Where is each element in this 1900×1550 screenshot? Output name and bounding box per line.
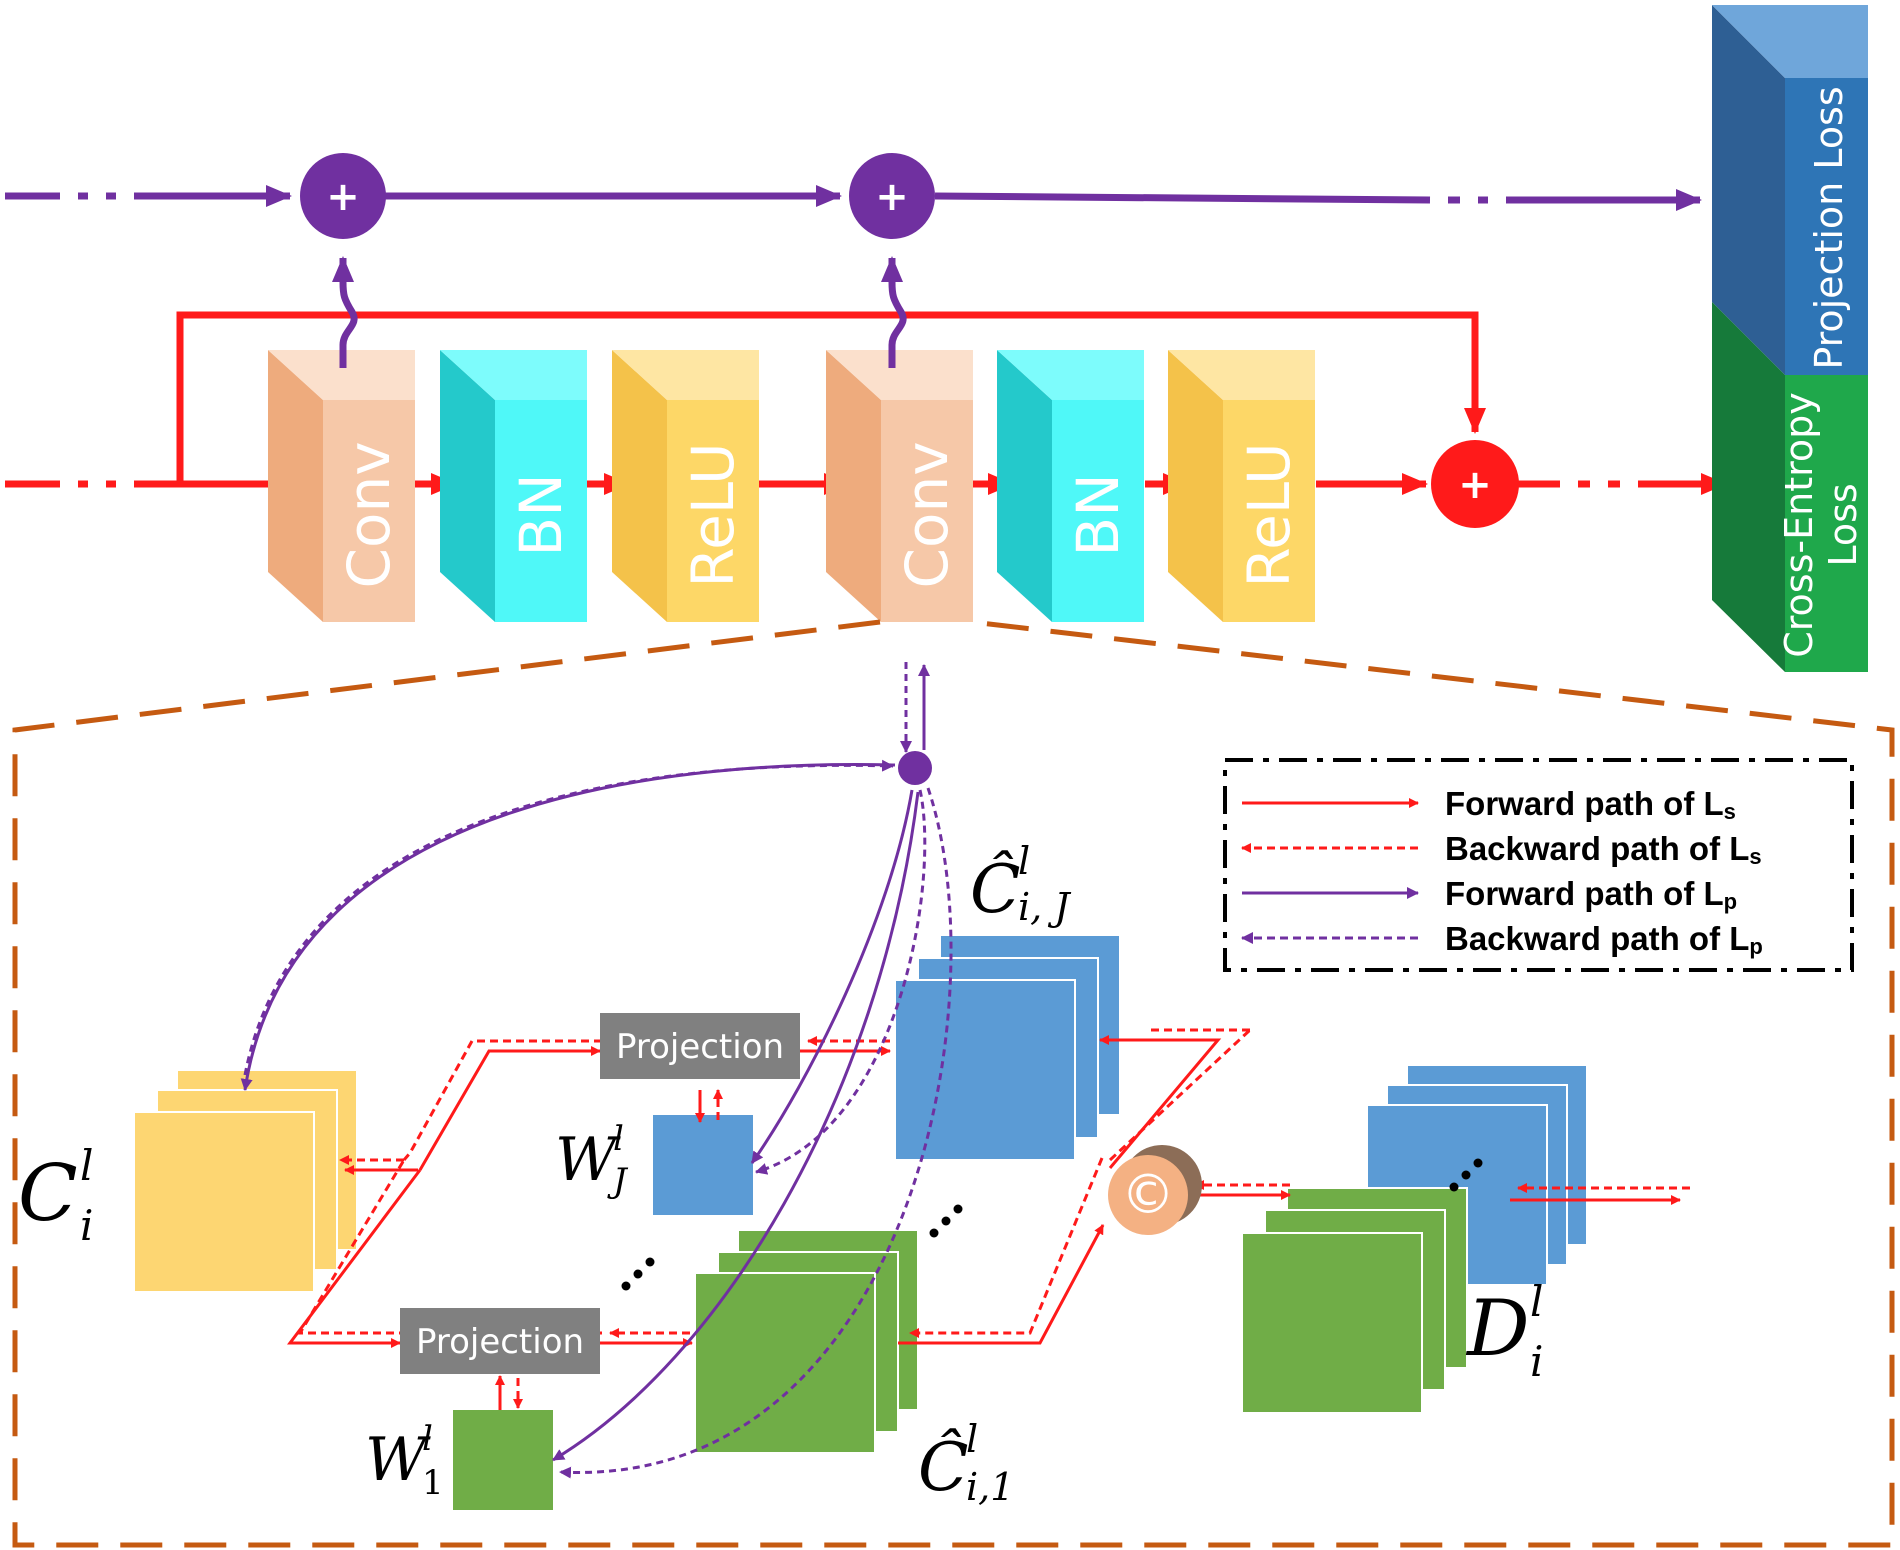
purple-backward-paths [243, 662, 953, 1479]
math-sup: l [422, 1419, 433, 1459]
feature-map-chat-j [894, 934, 1121, 1161]
projection-box-top: Projection [600, 1013, 800, 1079]
loss-block: Projection Loss Cross-Entropy Loss [1712, 5, 1868, 672]
block-label: BN [1064, 473, 1132, 556]
purple-gather-node [898, 751, 932, 785]
block-label: Conv [893, 441, 961, 588]
block-conv-1: Conv [268, 350, 415, 622]
block-relu-3: ReLU [612, 350, 759, 622]
math-sub: 1 [422, 1463, 444, 1503]
plus-symbol: + [326, 174, 360, 220]
legend-item: Forward path of Lp [1242, 875, 1737, 914]
weight-w1 [453, 1410, 553, 1510]
math-sup: l [1530, 1277, 1543, 1326]
math-sub: i [1530, 1337, 1543, 1386]
conv1-to-plus-connector [332, 256, 358, 368]
purple-projection-line [5, 185, 1702, 211]
zoom-dashed-outline [12, 619, 1895, 1548]
legend-item: Backward path of Lp [1241, 920, 1763, 959]
math-sub: i [80, 1201, 93, 1250]
block-label: ReLU [679, 442, 747, 587]
label-wj: W l J [555, 1119, 629, 1201]
block-label: BN [507, 473, 575, 556]
legend-label: Forward path of Ls [1445, 785, 1736, 824]
math-sub: i, J [1018, 885, 1071, 929]
concat-symbol: © [1121, 1163, 1175, 1226]
math-base: W [365, 1425, 431, 1495]
feature-map-d [1241, 1064, 1588, 1414]
math-sup: l [80, 1141, 93, 1190]
math-base: W [555, 1125, 621, 1195]
label-c: C l i [18, 1141, 93, 1250]
purple-add-node-2: + [849, 153, 935, 239]
math-base: D [1465, 1284, 1530, 1374]
label-chat-j: Ĉ l i, J [970, 839, 1071, 929]
legend-label: Backward path of Lp [1445, 920, 1763, 959]
residual-skip-connection [176, 311, 1486, 484]
concat-node: © [1108, 1145, 1202, 1235]
ellipsis-dots [621, 1158, 1483, 1291]
label-d: D l i [1465, 1277, 1543, 1386]
math-sub: J [607, 1161, 629, 1201]
legend-item: Forward path of Ls [1242, 785, 1736, 824]
projection-label: Projection [616, 1027, 784, 1067]
block-conv-4: Conv [826, 350, 973, 622]
legend-label: Backward path of Ls [1445, 830, 1762, 869]
plus-symbol: + [875, 174, 909, 220]
feature-map-chat-1 [694, 1229, 919, 1454]
math-sup: l [613, 1119, 624, 1159]
label-w1: W l 1 [365, 1419, 444, 1503]
cross-entropy-loss-label-line2: Loss [1821, 483, 1865, 566]
feature-map-c [133, 1069, 358, 1293]
projection-loss-label: Projection Loss [1807, 86, 1851, 369]
legend-label: Forward path of Lp [1445, 875, 1737, 914]
purple-forward-paths [240, 664, 930, 1462]
legend-items: Forward path of Ls Backward path of Ls For… [1241, 785, 1763, 959]
math-base: Ĉ [918, 1428, 969, 1506]
math-base: C [18, 1149, 78, 1239]
block-label: Conv [335, 441, 403, 588]
purple-add-node-1: + [300, 153, 386, 239]
conv2-to-plus-connector [881, 256, 907, 368]
projection-box-bottom: Projection [400, 1308, 600, 1374]
math-sup: l [966, 1417, 978, 1461]
math-base: Ĉ [970, 850, 1021, 928]
red-backward-paths [297, 1028, 1690, 1409]
math-sup: l [1018, 839, 1030, 883]
weight-wj [653, 1115, 753, 1215]
legend [1223, 758, 1854, 972]
red-forward-paths [286, 1035, 1681, 1410]
projection-label: Projection [416, 1322, 584, 1362]
math-sub: i,1 [966, 1465, 1014, 1509]
block-bn-2: BN [440, 350, 587, 622]
block-relu-6: ReLU [1168, 350, 1315, 622]
label-chat-1: Ĉ l i,1 [918, 1417, 1014, 1509]
cross-entropy-loss-label-line1: Cross-Entropy [1777, 392, 1821, 658]
block-bn-5: BN [997, 350, 1144, 622]
plus-symbol: + [1458, 462, 1492, 508]
block-label: ReLU [1235, 442, 1303, 587]
red-add-node: + [1431, 440, 1519, 528]
legend-item: Backward path of Ls [1241, 830, 1762, 869]
layer-blocks: Conv BN ReLU Conv BN ReLU [268, 350, 1315, 622]
